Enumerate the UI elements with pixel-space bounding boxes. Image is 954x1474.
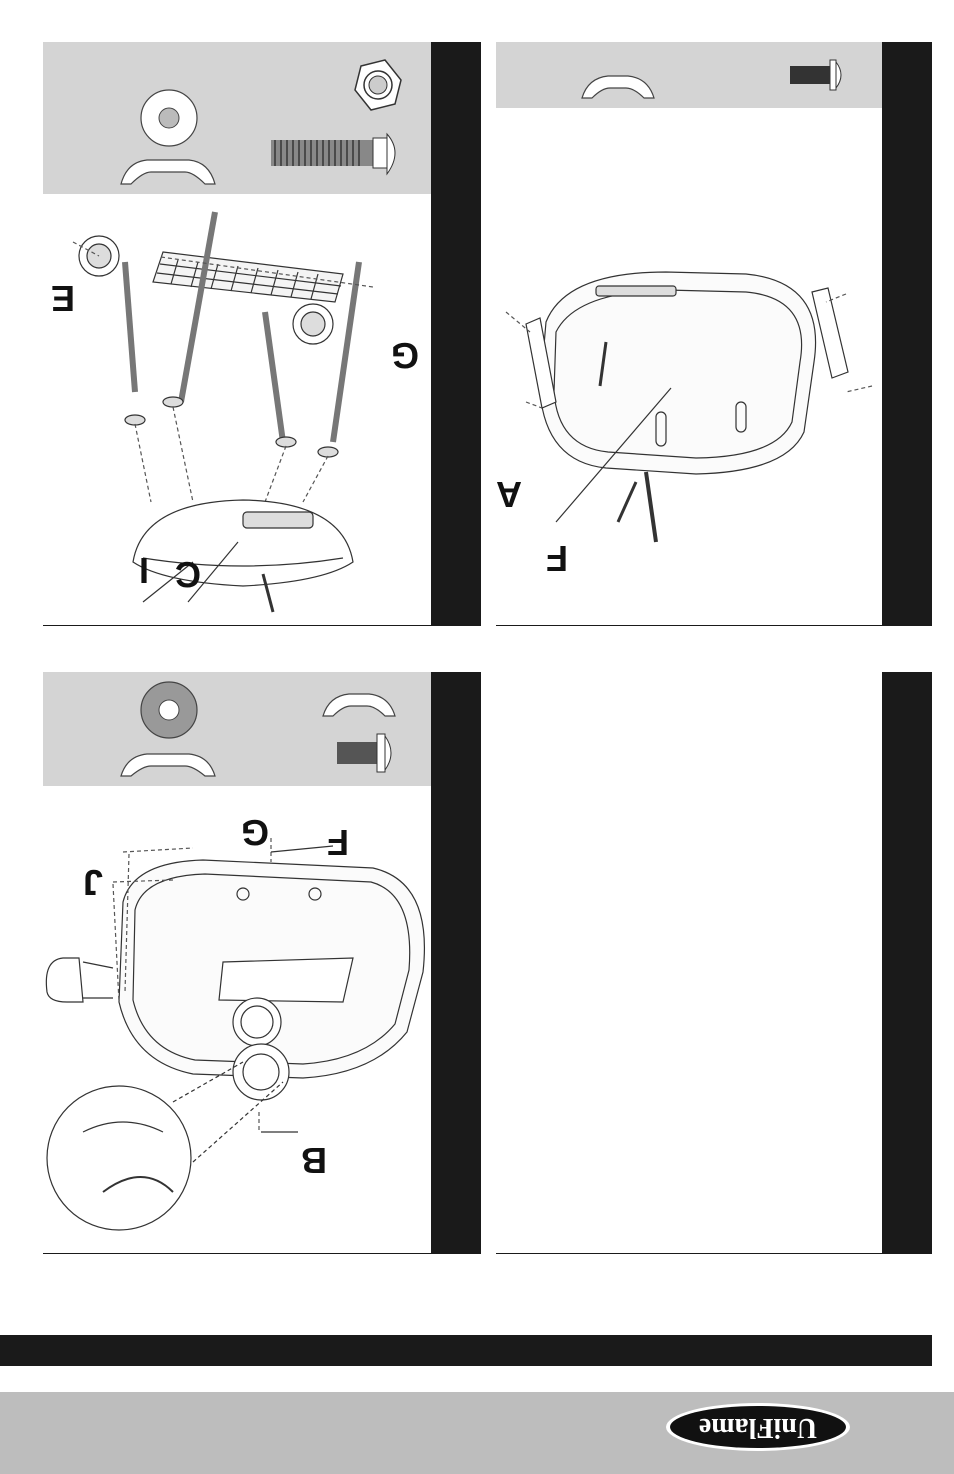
- uniflame-logo: UniFlame: [664, 1402, 852, 1452]
- callout-label: F: [546, 540, 568, 576]
- parts-illustration: [43, 672, 431, 786]
- parts-illustration: [43, 42, 431, 194]
- callout-label: C: [175, 556, 201, 592]
- step-sidebar: [431, 672, 481, 1254]
- logo-text: UniFlame: [699, 1412, 817, 1443]
- callout-label: G: [241, 814, 269, 850]
- callout-label: G: [391, 337, 419, 373]
- hex-nut-icon: [355, 60, 401, 110]
- assembly-step-panel-2: A F: [496, 42, 932, 626]
- parts-header: [496, 42, 882, 108]
- callout-label: A: [496, 476, 522, 512]
- parts-illustration: [496, 42, 882, 108]
- callout-label: I: [139, 552, 149, 588]
- parts-header: [43, 672, 431, 786]
- footer-black-bar: [0, 1335, 932, 1366]
- wing-nut-icon: [582, 76, 654, 98]
- assembly-step-panel-4: [496, 672, 932, 1254]
- long-bolt-icon: [271, 134, 395, 174]
- callout-label: J: [83, 864, 103, 900]
- bowl-handle-diagram: [496, 262, 882, 562]
- assembly-step-panel-3: G F J B: [43, 672, 481, 1254]
- panel-bottom-rule: [43, 1253, 481, 1254]
- washer-icon: [141, 682, 197, 738]
- panel-bottom-rule: [496, 625, 932, 626]
- short-bolt-icon: [337, 734, 391, 772]
- step-sidebar: [882, 42, 932, 626]
- panel-bottom-rule: [43, 625, 481, 626]
- short-bolt-icon: [790, 60, 841, 90]
- wing-nut-icon: [121, 754, 215, 776]
- callout-label: E: [51, 280, 75, 316]
- parts-header: [43, 42, 431, 194]
- wing-nut-icon: [323, 694, 395, 716]
- wing-nut-icon: [121, 160, 215, 184]
- cart-assembly-diagram: [43, 202, 431, 622]
- callout-label: B: [301, 1142, 327, 1178]
- callout-label: F: [327, 824, 349, 860]
- panel-bottom-rule: [496, 1253, 932, 1254]
- washer-icon: [141, 90, 197, 146]
- assembly-step-panel-1: E G C I: [43, 42, 481, 626]
- step-sidebar: [882, 672, 932, 1254]
- step-sidebar: [431, 42, 481, 626]
